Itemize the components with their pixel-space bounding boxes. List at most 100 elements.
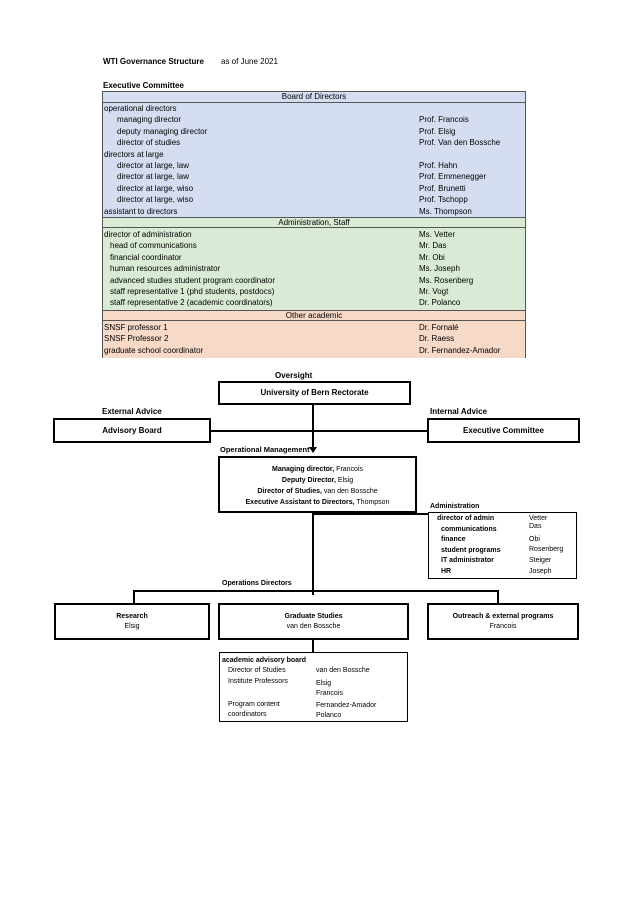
admin-box-role: communications <box>441 525 497 533</box>
outreach-box: Outreach & external programs Francois <box>427 603 579 640</box>
aab-pcc-label-1: Program content <box>228 701 280 708</box>
other-row-name: Dr. Fornalé <box>419 323 459 332</box>
admin-row-role: director of administration <box>104 230 192 239</box>
other-row: graduate school coordinator Dr. Fernandez… <box>103 345 525 356</box>
board-row-role: assistant to directors <box>104 206 178 216</box>
board-row-role: director at large, law <box>117 172 190 182</box>
research-title: Research <box>116 613 148 620</box>
aab-pcc-name-1: Fernandez-Amador <box>316 702 377 709</box>
other-row-name: Dr. Fernandez-Amador <box>419 345 501 355</box>
admin-connector <box>314 513 428 515</box>
board-row: assistant to directors Ms. Thompson <box>103 206 525 217</box>
board-row-name: Prof. Emmenegger <box>419 172 487 182</box>
document-title: WTI Governance Structure <box>103 57 204 66</box>
board-row-role: directors at large <box>104 149 164 159</box>
opmgmt-title: Deputy Director, <box>281 477 336 484</box>
graduate-studies-name: van den Bossche <box>286 623 341 630</box>
admin-row-name: Mr. Vogt <box>419 287 449 296</box>
aab-dos-name: van den Bossche <box>316 667 370 674</box>
other-section <box>103 311 525 358</box>
admin-box-role: student programs <box>441 546 501 554</box>
aab-pcc-name-2: Polanco <box>316 712 342 719</box>
admin-box-name: Obi <box>529 536 540 543</box>
board-row-name: Prof. Elsig <box>419 126 456 136</box>
admin-heading: Administration, Staff <box>103 217 525 228</box>
opmgmt-name: Elsig <box>335 477 354 484</box>
graduate-studies-box: Graduate Studies van den Bossche <box>218 603 409 640</box>
rectorate-connector <box>312 405 314 451</box>
research-name: Elsig <box>124 623 140 630</box>
executive-committee-box: Executive Committee <box>427 418 580 443</box>
aab-ip-name-2: Francois <box>316 690 343 697</box>
executive-committee-box-label: Executive Committee <box>463 426 544 435</box>
opmgmt-title: Director of Studies, <box>257 488 322 495</box>
board-row-role: deputy managing director <box>117 126 208 136</box>
admin-box-name: Rosenberg <box>529 546 564 553</box>
research-drop <box>133 590 135 604</box>
executive-committee-table: Board of Directors operational directors… <box>102 91 526 358</box>
advisory-board-box: Advisory Board <box>53 418 211 443</box>
admin-box-role: IT administrator <box>441 557 494 564</box>
admin-box-role: HR <box>441 567 452 575</box>
administration-label: Administration <box>430 503 480 510</box>
admin-box-name: Das <box>529 523 542 530</box>
admin-row: staff representative 1 (phd students, po… <box>103 286 525 297</box>
admin-box-name: Joseph <box>529 567 552 575</box>
arrow-down-icon <box>309 447 317 453</box>
board-row-name: Prof. Tschopp <box>419 195 468 205</box>
opmgmt-name: Thompson <box>354 499 390 506</box>
aab-connector <box>312 640 314 653</box>
aab-pcc-label-2: coordinators <box>228 711 267 718</box>
board-row: directors at large <box>103 149 525 160</box>
admin-row-role: advanced studies student program coordin… <box>110 275 275 285</box>
admin-row-name: Mr. Das <box>419 241 447 251</box>
aab-title: academic advisory board <box>222 657 307 664</box>
outreach-drop <box>497 590 499 604</box>
board-section <box>103 92 525 217</box>
operations-directors-label: Operations Directors <box>222 580 292 587</box>
board-row-role: director at large, wiso <box>117 183 194 193</box>
board-row-role: director of studies <box>117 138 181 148</box>
admin-row-name: Mr. Obi <box>419 252 445 262</box>
admin-row-name: Dr. Polanco <box>419 298 461 308</box>
document-date: as of June 2021 <box>221 57 278 66</box>
admin-row: financial coordinator Mr. Obi <box>103 252 525 263</box>
admin-row-name: Ms. Joseph <box>419 264 460 274</box>
academic-advisory-board-box: academic advisory board Director of Stud… <box>219 652 408 722</box>
admin-row: head of communications Mr. Das <box>103 240 525 251</box>
opmgmt-title: Executive Assistant to Directors, <box>245 499 355 506</box>
rectorate-box: University of Bern Rectorate <box>218 381 411 405</box>
admin-row-role: staff representative 1 (phd students, po… <box>110 287 275 296</box>
board-row: operational directors <box>103 103 525 114</box>
outreach-name: Francois <box>489 623 517 630</box>
board-row-name: Ms. Thompson <box>419 206 472 216</box>
aab-dos-label: Director of Studies <box>228 667 286 674</box>
other-row-role: SNSF Professor 2 <box>104 334 169 344</box>
operational-management-label: Operational Management <box>220 445 310 454</box>
admin-row-role: head of communications <box>110 241 197 251</box>
opmgmt-line: Deputy Director, Elsig <box>220 475 415 486</box>
board-row-name: Prof. Hahn <box>419 161 458 170</box>
admin-row-role: financial coordinator <box>110 252 182 262</box>
external-advice-label: External Advice <box>102 407 162 416</box>
board-row-role: operational directors <box>104 104 177 113</box>
board-heading: Board of Directors <box>103 92 525 103</box>
aab-ip-label: Institute Professors <box>228 678 288 685</box>
other-row-name: Dr. Raess <box>419 334 455 344</box>
board-row-role: director at large, law <box>117 161 190 170</box>
other-row-role: graduate school coordinator <box>104 345 204 355</box>
internal-advice-label: Internal Advice <box>430 407 488 416</box>
board-row: managing director Prof. Francois <box>103 114 525 125</box>
opmgmt-line: Executive Assistant to Directors, Thomps… <box>220 497 415 508</box>
admin-section <box>103 218 525 311</box>
admin-box-name: Steiger <box>529 557 552 564</box>
board-row-name: Prof. Francois <box>419 115 469 125</box>
board-row-role: managing director <box>117 115 182 125</box>
aab-ip-name-1: Elsig <box>316 680 332 687</box>
outreach-title: Outreach & external programs <box>452 613 554 620</box>
opmgmt-title: Managing director, <box>271 466 335 473</box>
